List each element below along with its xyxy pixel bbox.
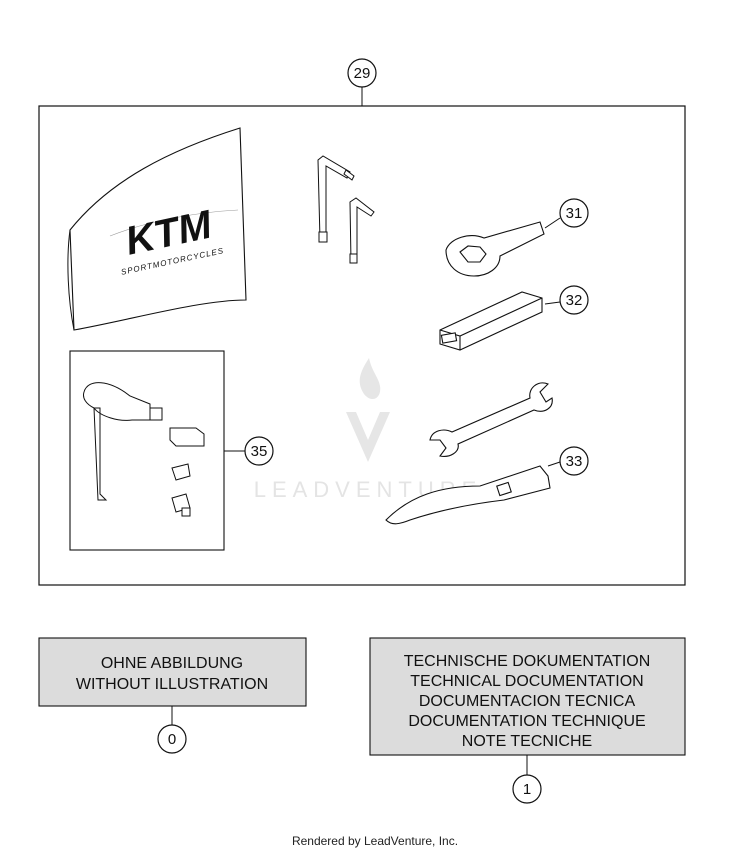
- tech-doc-it: NOTE TECNICHE: [462, 733, 592, 750]
- callout-33-leader: [547, 461, 561, 467]
- callout-31-leader: [544, 217, 561, 229]
- hook-spanner[interactable]: [385, 465, 551, 525]
- watermark-flame-icon: [359, 358, 381, 400]
- callout-0[interactable]: 0: [157, 724, 187, 754]
- without-illustration-en: WITHOUT ILLUSTRATION: [76, 676, 268, 693]
- callout-32-leader: [544, 301, 561, 305]
- without-illustration-de: OHNE ABBILDUNG: [101, 655, 243, 672]
- callout-31-label: 31: [566, 205, 583, 222]
- tech-doc-de: TECHNISCHE DOKUMENTATION: [404, 653, 651, 670]
- callout-0-label: 0: [168, 731, 176, 748]
- callout-32[interactable]: 32: [559, 285, 589, 315]
- callout-29[interactable]: 29: [347, 58, 377, 88]
- callout-29-label: 29: [354, 65, 371, 82]
- tool-pouch[interactable]: KTM SPORTMOTORCYCLES: [67, 127, 247, 331]
- footer-credit: Rendered by LeadVenture, Inc.: [291, 834, 459, 848]
- technical-documentation-box: TECHNISCHE DOKUMENTATION TECHNICAL DOCUM…: [369, 637, 686, 756]
- callout-35-label: 35: [251, 443, 268, 460]
- open-end-wrench[interactable]: [429, 382, 553, 457]
- callout-1[interactable]: 1: [512, 774, 542, 804]
- ktm-logo: KTM SPORTMOTORCYCLES: [120, 202, 225, 276]
- callout-1-label: 1: [523, 781, 531, 798]
- callout-33[interactable]: 33: [559, 446, 589, 476]
- t-handle-bit-set[interactable]: [83, 382, 205, 517]
- tech-doc-es: DOCUMENTACION TECNICA: [419, 693, 636, 710]
- callout-35[interactable]: 35: [244, 436, 274, 466]
- callout-32-label: 32: [566, 292, 583, 309]
- without-illustration-box: OHNE ABBILDUNG WITHOUT ILLUSTRATION: [38, 637, 307, 707]
- leadventure-watermark: LEADVENTURE: [254, 358, 476, 502]
- tech-doc-en: TECHNICAL DOCUMENTATION: [410, 673, 643, 690]
- ring-wrench[interactable]: [445, 221, 545, 277]
- allen-keys[interactable]: [317, 155, 375, 264]
- tool-tube[interactable]: [439, 291, 543, 351]
- callout-33-label: 33: [566, 453, 583, 470]
- bit-set-frame: [69, 350, 225, 551]
- tech-doc-fr: DOCUMENTATION TECHNIQUE: [408, 713, 645, 730]
- watermark-v-icon: [346, 412, 390, 462]
- callout-31[interactable]: 31: [559, 198, 589, 228]
